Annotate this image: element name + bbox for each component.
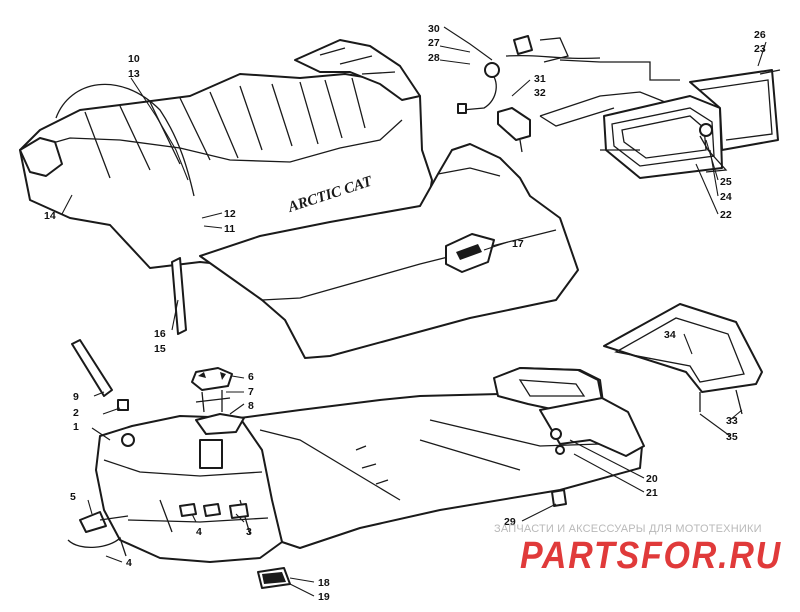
callout-18: 18 — [318, 577, 330, 589]
callout-7: 7 — [248, 386, 254, 398]
watermark-tagline: ЗАПЧАСТИ И АКСЕССУАРЫ ДЛЯ МОТОТЕХНИКИ — [494, 523, 762, 535]
leader-lines — [61, 26, 767, 597]
callout-4b: 4 — [126, 557, 132, 569]
tail-light-assembly — [457, 35, 781, 179]
callout-29: 29 — [504, 516, 516, 528]
callout-5: 5 — [70, 491, 76, 503]
fuel-tank-and-platform — [67, 303, 763, 589]
callout-26: 26 — [754, 29, 766, 41]
callout-23: 23 — [754, 43, 766, 55]
callout-27: 27 — [428, 37, 440, 49]
callout-14: 14 — [44, 210, 56, 222]
callout-9: 9 — [73, 391, 79, 403]
callout-6: 6 — [248, 371, 254, 383]
callout-22: 22 — [720, 209, 732, 221]
callout-31: 31 — [534, 73, 546, 85]
watermark-logo: PARTSFOR.RU — [520, 535, 782, 577]
console-hood — [199, 143, 579, 359]
callout-19: 19 — [318, 591, 330, 603]
callout-21: 21 — [646, 487, 658, 499]
callout-16: 16 — [154, 328, 166, 340]
callout-24: 24 — [720, 191, 732, 203]
callout-8: 8 — [248, 400, 254, 412]
callout-15: 15 — [154, 343, 166, 355]
callout-11: 11 — [224, 223, 235, 235]
callout-10: 10 — [128, 53, 140, 65]
callout-2: 2 — [73, 407, 79, 419]
callouts: 1 2 3 4 4 5 6 7 8 9 10 11 12 13 14 15 16… — [44, 23, 766, 603]
callout-32: 32 — [534, 87, 546, 99]
callout-34: 34 — [664, 329, 676, 341]
callout-25: 25 — [720, 176, 732, 188]
callout-20: 20 — [646, 473, 658, 485]
callout-1: 1 — [73, 421, 79, 433]
callout-3: 3 — [246, 526, 252, 538]
seat: ARCTIC CAT — [19, 39, 433, 335]
callout-28: 28 — [428, 52, 440, 64]
callout-17: 17 — [512, 238, 524, 250]
callout-12: 12 — [224, 208, 236, 220]
callout-35: 35 — [726, 431, 738, 443]
callout-13: 13 — [128, 68, 140, 80]
callout-4a: 4 — [196, 526, 202, 538]
callout-30: 30 — [428, 23, 440, 35]
callout-33: 33 — [726, 415, 738, 427]
watermark: ЗАПЧАСТИ И АКСЕССУАРЫ ДЛЯ МОТОТЕХНИКИ PA… — [494, 523, 782, 577]
